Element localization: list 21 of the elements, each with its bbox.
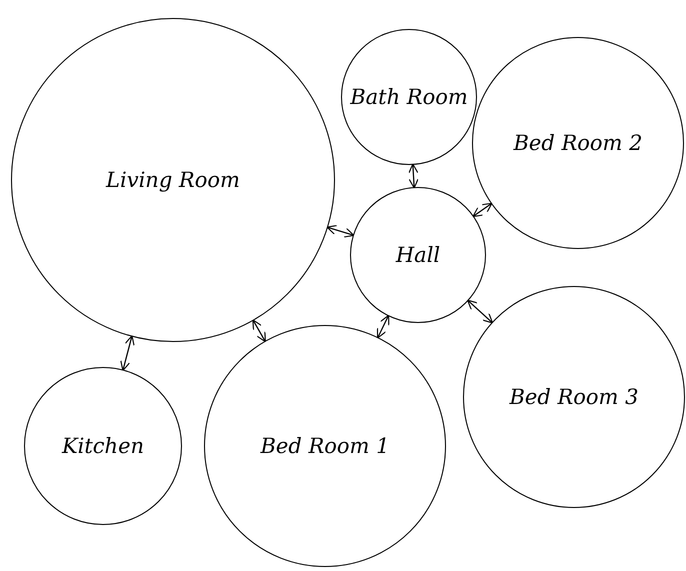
- double-arrow: [408, 163, 419, 189]
- room-circle: [341, 29, 477, 165]
- double-arrow: [467, 300, 494, 324]
- double-arrow: [120, 335, 135, 371]
- room-circle: [350, 187, 486, 323]
- double-arrow: [376, 314, 390, 339]
- room-circle: [11, 18, 335, 342]
- double-arrow: [326, 224, 354, 238]
- room-circle: [204, 325, 446, 567]
- room-circle: [472, 37, 684, 249]
- double-arrow: [252, 319, 266, 342]
- double-arrow: [472, 202, 492, 218]
- room-circle: [463, 286, 685, 508]
- room-label: Living Room: [106, 168, 240, 192]
- room-label: Bath Room: [350, 85, 468, 109]
- room-label: Hall: [396, 243, 440, 267]
- room-label: Bed Room 3: [509, 385, 639, 409]
- room-circle: [24, 367, 182, 525]
- room-label: Kitchen: [62, 434, 144, 458]
- room-label: Bed Room 2: [513, 131, 643, 155]
- room-label: Bed Room 1: [260, 434, 390, 458]
